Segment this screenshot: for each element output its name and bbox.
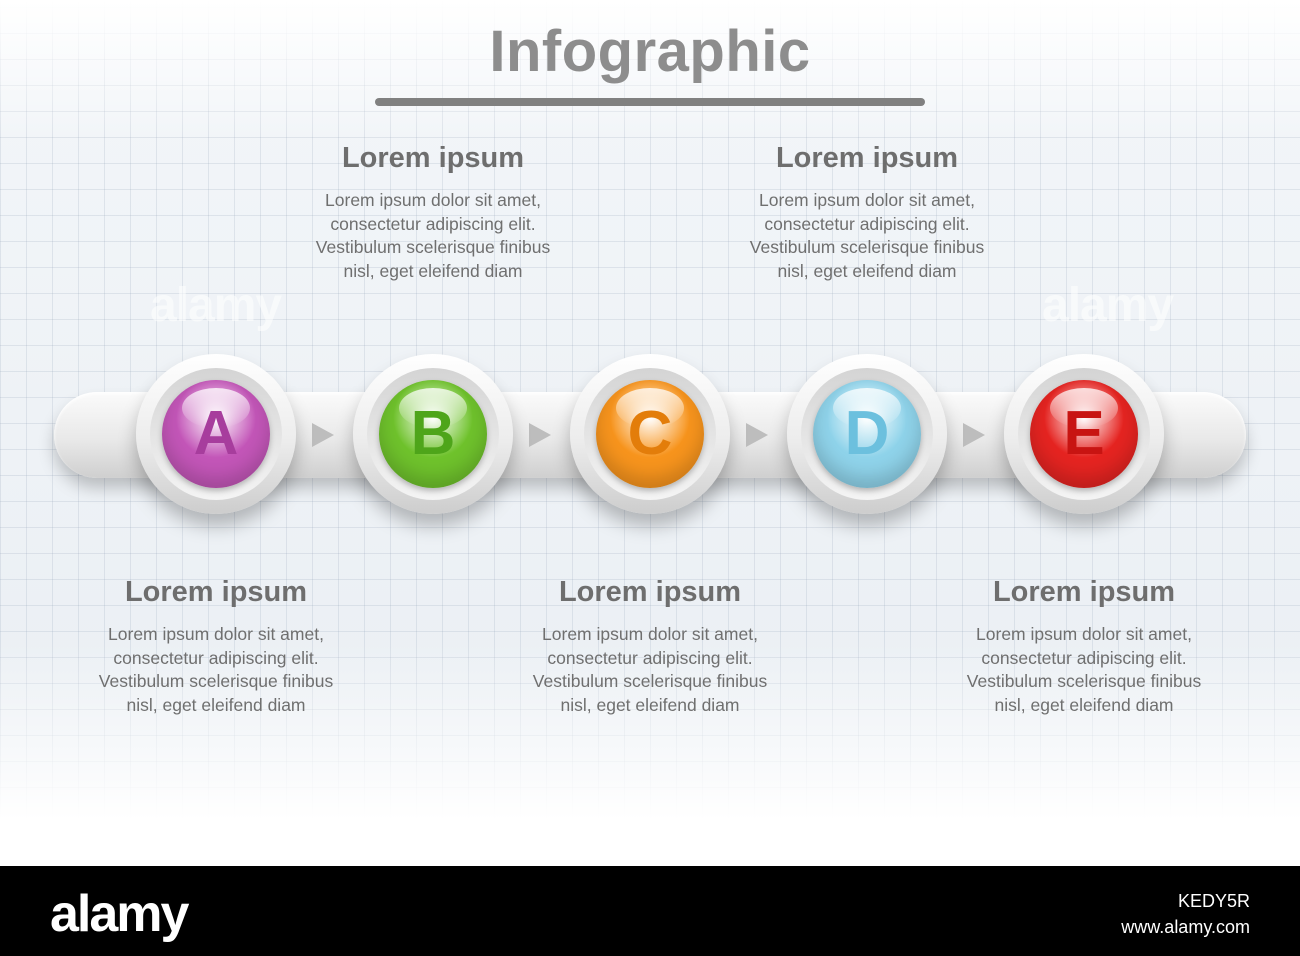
step-a-node: A (136, 354, 296, 514)
step-b-letter: B (410, 399, 456, 468)
watermark: alamy (150, 279, 282, 332)
step-c-heading: Lorem ipsum (558, 576, 742, 608)
image-reference: KEDY5R www.alamy.com (1121, 888, 1250, 940)
stock-footer: alamy KEDY5R www.alamy.com (0, 866, 1300, 956)
step-d-text: Lorem ipsum Lorem ipsum dolor sit amet, … (717, 142, 1017, 283)
step-e-ball: E (1030, 380, 1138, 488)
step-b-text: Lorem ipsum Lorem ipsum dolor sit amet, … (283, 142, 583, 283)
arrow-icon (963, 423, 985, 447)
step-d-node: D (787, 354, 947, 514)
step-b-description: Lorem ipsum dolor sit amet, consectetur … (315, 190, 551, 281)
step-a-ball: A (162, 380, 270, 488)
infographic-title: Infographic (489, 19, 811, 84)
arrow-icon (746, 423, 768, 447)
infographic-canvas: Infographic alamy alamy A B C D (0, 0, 1300, 866)
step-d-ball: D (813, 380, 921, 488)
arrow-icon (312, 423, 334, 447)
site-url: www.alamy.com (1121, 917, 1250, 937)
step-c-description: Lorem ipsum dolor sit amet, consectetur … (532, 624, 768, 715)
step-e-letter: E (1063, 399, 1105, 468)
step-c-text: Lorem ipsum Lorem ipsum dolor sit amet, … (500, 576, 800, 717)
watermark: alamy (1042, 279, 1174, 332)
step-b-node: B (353, 354, 513, 514)
step-a-description: Lorem ipsum dolor sit amet, consectetur … (98, 624, 334, 715)
step-d-letter: D (844, 399, 890, 468)
step-e-heading: Lorem ipsum (992, 576, 1176, 608)
step-e-text: Lorem ipsum Lorem ipsum dolor sit amet, … (934, 576, 1234, 717)
image-id: KEDY5R (1177, 891, 1250, 911)
step-a-text: Lorem ipsum Lorem ipsum dolor sit amet, … (66, 576, 366, 717)
step-d-heading: Lorem ipsum (775, 142, 959, 174)
step-c-node: C (570, 354, 730, 514)
title-underline (375, 98, 925, 106)
step-c-ball: C (596, 380, 704, 488)
arrow-icon (529, 423, 551, 447)
step-c-letter: C (627, 399, 673, 468)
step-e-description: Lorem ipsum dolor sit amet, consectetur … (966, 624, 1202, 715)
step-e-node: E (1004, 354, 1164, 514)
step-d-description: Lorem ipsum dolor sit amet, consectetur … (749, 190, 985, 281)
alamy-logo: alamy (50, 885, 189, 943)
step-a-letter: A (193, 399, 239, 468)
step-a-heading: Lorem ipsum (124, 576, 308, 608)
step-b-heading: Lorem ipsum (341, 142, 525, 174)
step-b-ball: B (379, 380, 487, 488)
